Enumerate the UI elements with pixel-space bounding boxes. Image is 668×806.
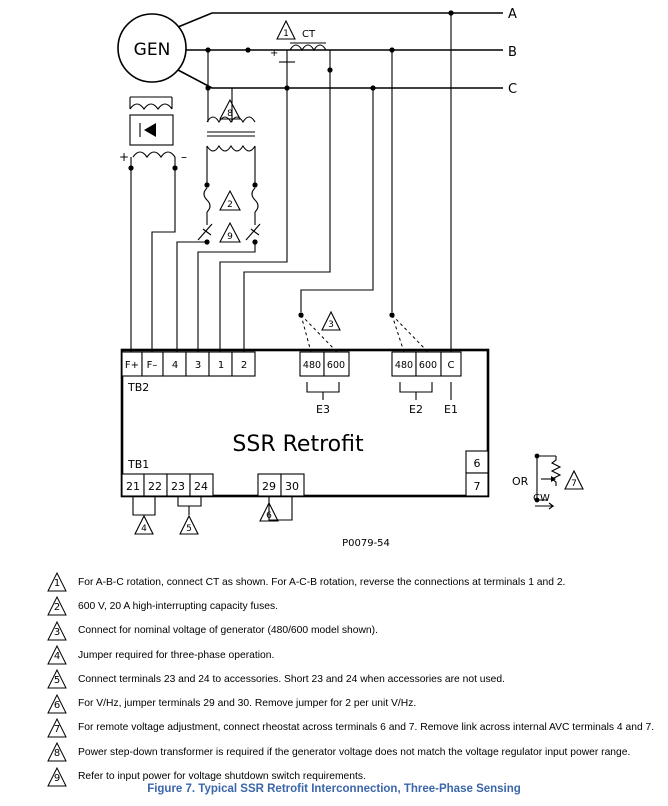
e3-terminal-600: 600 [327,360,345,371]
note-triangle-icon: 1 [46,572,68,592]
tb2-terminal-strip: F+ F– 4 3 1 2 [121,351,256,377]
terminal-30: 30 [285,480,299,493]
ct-label: CT [302,29,316,40]
or-label: OR [512,475,529,488]
line-a-label: A [508,7,517,22]
terminal-3: 3 [195,360,201,371]
svg-text:4: 4 [141,524,147,534]
e2-terminals: 480 600 C E2 E1 [391,351,462,416]
terminal-4: 4 [172,360,178,371]
svg-text:2: 2 [227,200,233,210]
e3-terminals: 480 600 E3 [299,351,350,416]
interconnection-diagram: GEN A B C CT + [117,7,584,549]
terminal-7: 7 [474,480,481,493]
svg-text:9: 9 [227,232,233,242]
svg-text:8: 8 [227,109,233,119]
e2-label: E2 [409,403,423,416]
cw-label: CW [533,493,550,504]
note-item: 2 600 V, 20 A high-interrupting capacity… [46,594,656,618]
note-item: 3 Connect for nominal voltage of generat… [46,619,656,643]
terminal-6: 6 [474,457,481,470]
note-item: 6 For V/Hz, jumper terminals 29 and 30. … [46,691,656,715]
field-minus: – [181,150,187,164]
drawing-number: P0079-54 [342,538,390,549]
e1-label: E1 [444,403,458,416]
note-triangle-icon: 5 [46,669,68,689]
line-c-label: C [508,82,517,97]
terminal-f-minus: F– [147,360,158,371]
e2-terminal-600: 600 [419,360,437,371]
phase-lines: A B C [177,7,517,97]
callout-6: 6 [259,501,279,522]
note-text: Jumper required for three-phase operatio… [78,649,275,661]
note-text: For remote voltage adjustment, connect r… [78,722,655,734]
callout-5: 5 [179,514,199,535]
generator-label: GEN [134,40,171,60]
tb2-label: TB2 [127,381,149,394]
e2-terminal-480: 480 [395,360,413,371]
callout-1: 1 [276,19,296,40]
terminal-f-plus: F+ [125,360,139,371]
svg-text:5: 5 [186,524,192,534]
line-b-label: B [508,45,517,60]
terminal-24: 24 [194,480,208,493]
note-item: 1 For A-B-C rotation, connect CT as show… [46,570,656,594]
terminal-21: 21 [126,480,140,493]
svg-text:3: 3 [328,320,334,330]
callout-3: 3 [321,310,341,331]
svg-text:1: 1 [283,29,289,39]
generator: GEN [117,13,187,83]
note-triangle-icon: 3 [46,620,68,641]
note-triangle-icon: 8 [46,742,68,762]
terminal-23: 23 [171,480,185,493]
terminal-22: 22 [148,480,162,493]
side-terminals: 6 7 [465,450,489,497]
terminal-2: 2 [241,360,247,371]
note-text: For A-B-C rotation, connect CT as shown.… [78,576,566,588]
note-text: Power step-down transformer is required … [78,746,631,758]
ct-plus: + [270,48,278,59]
note-text: Refer to input power for voltage shutdow… [78,771,366,783]
note-triangle-icon: 7 [46,717,68,738]
vhz-terminals: 29 30 [257,473,305,521]
ssr-retrofit-box [120,348,490,498]
note-item: 4 Jumper required for three-phase operat… [46,643,656,667]
note-text: Connect for nominal voltage of generator… [78,625,378,637]
box-title: SSR Retrofit [232,432,364,457]
e1-terminal-c: C [448,360,455,371]
svg-text:6: 6 [266,511,272,521]
note-text: Connect terminals 23 and 24 to accessori… [78,673,505,685]
power-transformer [197,50,261,245]
tb2-wiring [130,70,331,352]
sensing-wiring [298,13,452,353]
notes-list: 1 For A-B-C rotation, connect CT as show… [46,570,656,789]
note-item: 8 Power step-down transformer is require… [46,740,656,764]
e3-terminal-480: 480 [303,360,321,371]
note-text: 600 V, 20 A high-interrupting capacity f… [78,600,278,612]
note-item: 9 Refer to input power for voltage shutd… [46,764,656,788]
figure-caption: Figure 7. Typical SSR Retrofit Interconn… [147,783,521,795]
callout-9: 9 [219,221,241,243]
tb1-label: TB1 [127,458,149,471]
note-text: For V/Hz, jumper terminals 29 and 30. Re… [78,698,417,710]
e3-label: E3 [316,403,330,416]
rheostat: OR CW [512,453,562,510]
note-triangle-icon: 9 [46,766,68,787]
callout-7: 7 [564,469,584,490]
terminal-29: 29 [262,480,276,493]
svg-text:7: 7 [571,479,577,489]
current-transformer: CT + [270,29,333,91]
note-item: 5 Connect terminals 23 and 24 to accesso… [46,667,656,691]
note-triangle-icon: 6 [46,693,68,714]
note-item: 7 For remote voltage adjustment, connect… [46,716,656,740]
exciter-assembly: + – [119,96,187,171]
note-triangle-icon: 4 [46,645,68,665]
field-plus: + [119,150,129,164]
tb1-terminal-strip: 21 22 23 24 [121,473,214,516]
callout-4: 4 [134,514,154,535]
callout-2: 2 [219,189,241,211]
terminal-1: 1 [218,360,224,371]
callout-8: 8 [219,98,241,120]
note-triangle-icon: 2 [46,596,68,616]
